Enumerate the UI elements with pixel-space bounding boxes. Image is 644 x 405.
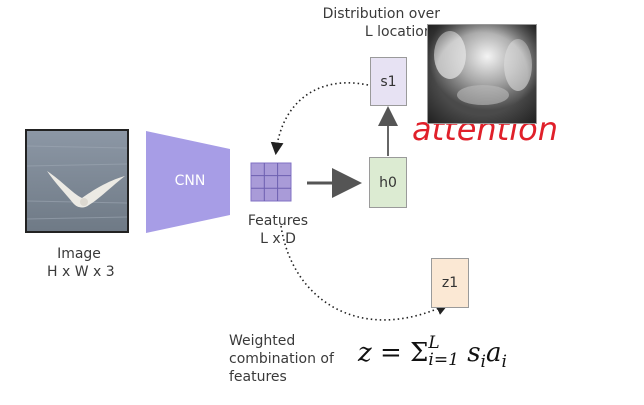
heatmap-image [428, 25, 536, 123]
formula-term-s-index: i [480, 352, 486, 373]
s1-box: s1 [370, 57, 407, 106]
distribution-label-line2: L locations [364, 24, 440, 40]
features-to-z1-dotted-arrow [280, 225, 449, 321]
distribution-label: Distribution over L locations [316, 5, 440, 41]
input-image [25, 129, 129, 233]
features-label-title: Features [247, 213, 309, 229]
weighted-label-line1: Weighted [229, 333, 296, 349]
image-label-dims: H x W x 3 [47, 264, 115, 280]
formula-term-a: a [485, 338, 502, 368]
weighted-label-line2: combination of [229, 351, 334, 367]
bird-photo [27, 131, 127, 231]
formula-equals: = [379, 338, 402, 368]
image-label-title: Image [57, 246, 101, 262]
cnn-block [146, 131, 230, 233]
image-label: Image H x W x 3 [47, 245, 115, 281]
h0-box: h0 [369, 157, 407, 208]
formula-sum-symbol: Σ [410, 338, 429, 368]
formula-term-a-index: i [501, 352, 507, 373]
features-label: Features L x D [240, 212, 316, 248]
attention-heatmap [427, 24, 537, 124]
features-label-dims: L x D [260, 231, 296, 247]
features-grid [250, 162, 292, 202]
weighted-label-line3: features [229, 369, 287, 385]
formula-sum-upper: L [428, 333, 440, 353]
formula-term-s: s [467, 338, 481, 368]
cnn-label: CNN [174, 173, 206, 189]
formula-lhs: z [358, 338, 372, 368]
formula-sum-lower: i=1 [428, 350, 459, 370]
s1-to-features-dotted-arrow [270, 82, 369, 156]
distribution-label-line1: Distribution over [322, 6, 440, 22]
weighted-label: Weighted combination of features [229, 332, 334, 386]
z1-box: z1 [431, 258, 469, 308]
